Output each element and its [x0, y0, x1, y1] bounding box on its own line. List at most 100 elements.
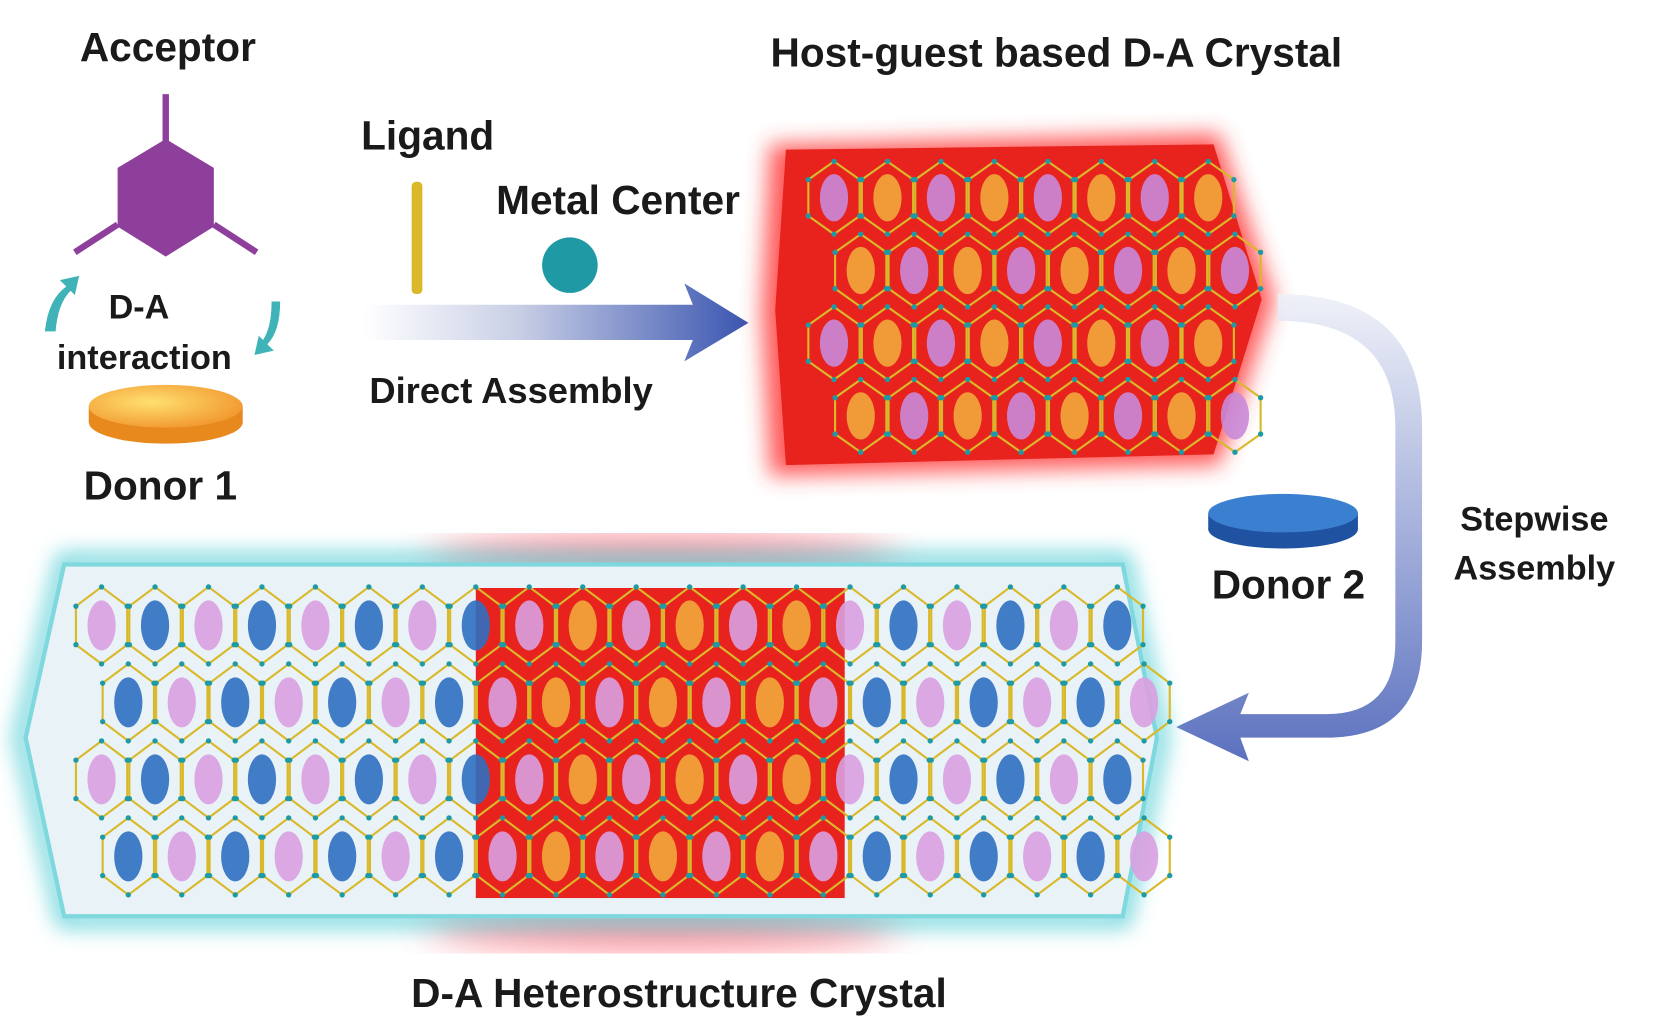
metal-node [260, 718, 266, 725]
metal-node [286, 815, 292, 821]
metal-node [1125, 376, 1131, 383]
metal-node [153, 872, 159, 879]
metal-node [447, 603, 453, 609]
metal-node [1019, 358, 1025, 365]
metal-node [259, 661, 265, 667]
metal-node [607, 757, 614, 763]
metal-node [366, 738, 372, 744]
direct-assembly-arrow-icon [363, 283, 749, 362]
metal-node [233, 757, 239, 763]
metal-node [848, 872, 854, 879]
metal-node [1008, 872, 1015, 879]
guest-molecule [729, 754, 758, 805]
metal-node [660, 738, 666, 744]
acceptor-label: Acceptor [80, 24, 256, 70]
metal-node [768, 642, 774, 648]
guest-molecule [846, 392, 875, 440]
metal-node [339, 815, 345, 821]
metal-node [205, 815, 212, 821]
guest-molecule [1033, 174, 1062, 222]
metal-node [500, 642, 507, 648]
metal-node [446, 738, 452, 744]
metal-node [1046, 249, 1052, 255]
guest-molecule [782, 754, 811, 805]
guest-molecule [675, 600, 704, 651]
guest-molecule [873, 174, 902, 222]
metal-node [1071, 449, 1078, 455]
metal-node [1089, 642, 1095, 648]
metal-node [179, 892, 185, 898]
metal-node [847, 584, 853, 590]
metal-node [768, 603, 774, 609]
metal-node [767, 661, 773, 667]
metal-node [740, 661, 746, 667]
metal-node [805, 176, 812, 183]
metal-node [1205, 304, 1211, 310]
metal-node [911, 376, 917, 383]
metal-node [1099, 431, 1106, 437]
metal-node [606, 661, 613, 667]
metal-node [875, 757, 881, 763]
metal-node [820, 738, 826, 744]
metal-node [1098, 231, 1104, 237]
guest-molecule [1060, 392, 1089, 440]
guest-molecule [434, 831, 464, 882]
guest-molecule [541, 677, 571, 728]
metal-node [394, 757, 400, 763]
metal-node [474, 680, 480, 686]
stepwise-label: Stepwise [1460, 500, 1608, 538]
metal-node [73, 603, 79, 609]
metal-node [1061, 815, 1067, 821]
metal-node [1062, 872, 1068, 879]
metal-node [991, 231, 998, 237]
guest-molecule [1103, 600, 1132, 651]
metal-node [768, 757, 774, 763]
metal-node [1140, 795, 1146, 802]
metal-node [260, 680, 266, 686]
metal-node [312, 738, 319, 744]
metal-node [340, 603, 346, 609]
metal-node [805, 358, 812, 365]
metal-node [1034, 892, 1040, 898]
metal-node [939, 249, 945, 255]
metal-node [1257, 395, 1264, 401]
metal-node [1019, 213, 1025, 219]
metal-node [580, 815, 586, 821]
metal-node [526, 738, 532, 744]
guest-molecule [926, 319, 956, 367]
metal-node [1232, 376, 1238, 383]
metal-node [900, 738, 907, 744]
guest-molecule [167, 831, 196, 882]
metal-node [1232, 304, 1238, 310]
metal-node [287, 757, 293, 763]
metal-node [1152, 304, 1158, 310]
guest-molecule [1103, 754, 1132, 805]
metal-node [392, 738, 399, 744]
metal-node [794, 680, 801, 686]
metal-node [527, 680, 534, 686]
metal-node [1140, 603, 1146, 609]
metal-node [821, 603, 828, 609]
metal-node [446, 661, 452, 667]
metal-node [794, 872, 801, 879]
metal-node [420, 872, 427, 879]
metal-node [73, 642, 79, 648]
metal-node [1061, 661, 1067, 667]
metal-node [939, 395, 945, 401]
metal-node [740, 815, 746, 821]
metal-node [126, 757, 133, 763]
guest-molecule [140, 600, 170, 651]
direct-assembly-label: Direct Assembly [369, 370, 653, 411]
metal-node [1153, 395, 1159, 401]
metal-node [554, 795, 560, 802]
metal-node [527, 834, 534, 840]
metal-node [847, 815, 853, 821]
metal-node [1089, 757, 1095, 763]
metal-node [1126, 176, 1132, 183]
donor1-label: Donor 1 [84, 462, 237, 508]
metal-node [581, 834, 587, 840]
metal-node [820, 815, 826, 821]
metal-node [500, 795, 507, 802]
metal-node [1179, 358, 1186, 365]
metal-node [741, 834, 747, 840]
